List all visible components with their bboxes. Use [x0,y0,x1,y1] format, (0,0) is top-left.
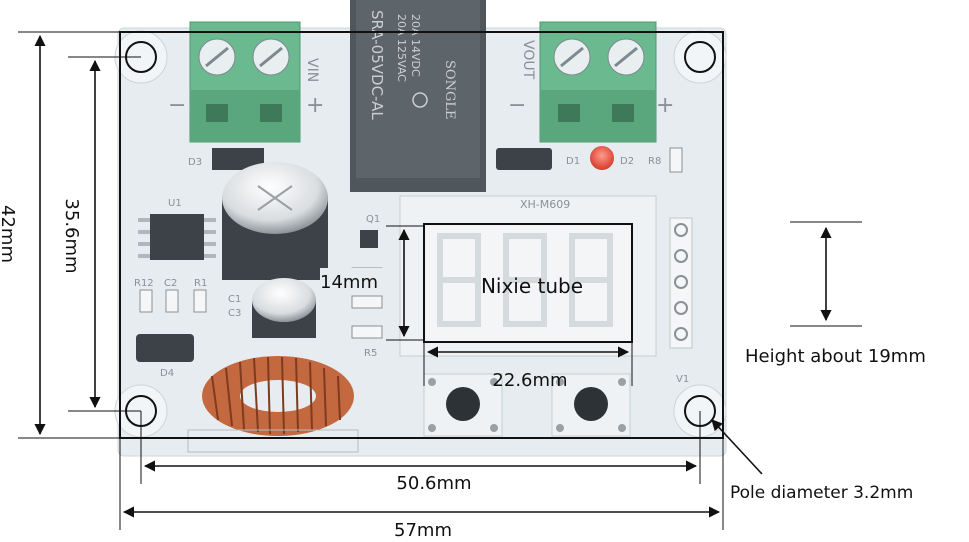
relay-line-2: 20A 125VAC [395,14,408,82]
led-indicator [590,146,614,170]
relay-cert-mark-icon [412,92,428,108]
relay-model: SRA-05VDC-AL [368,10,386,120]
display-outline [423,223,633,343]
input-minus-mark: − [168,93,186,118]
label-r1: R1 [194,278,207,289]
label-board-height: 42mm [0,205,18,263]
input-terminal-label: VIN [304,58,320,82]
label-r12: R12 [134,278,154,289]
push-button-right [551,373,631,437]
relay: 20A 14VDC 20A 125VAC SRA-05VDC-AL SONGLE [350,0,486,192]
display-label: Nixie tube [481,274,583,298]
smd-part-b [351,295,383,309]
label-pole-diameter: Pole diameter 3.2mm [730,483,913,503]
dimension-labels: 42mm 35.6mm 14mm Nixie tube 22.6mm 50.6m… [0,198,926,541]
label-hole-vertical: 35.6mm [61,198,82,273]
label-r8: R8 [648,156,661,167]
output-terminal-block [539,21,657,143]
capacitor-small [252,278,316,338]
diode-d4 [136,334,194,362]
label-c2: C2 [164,278,177,289]
smd-resistors-left [139,289,207,313]
diode-d3 [212,148,264,170]
output-minus-mark: − [508,93,526,118]
diode-d1 [496,148,552,170]
pcb-board: VIN − + VOUT − + 20A 14VDC 20A 125VAC SR… [114,0,727,457]
display-digits [437,233,613,327]
label-r5: R5 [364,348,377,359]
push-button-left [423,373,503,437]
model-silkscreen: XH-M609 [520,198,570,211]
dimension-overlay [18,31,862,530]
label-d4: D4 [160,368,174,379]
mounting-pad-top-right [673,30,727,84]
relay-line-1: 20A 14VDC [409,14,422,77]
label-hole-horizontal: 50.6mm [396,473,471,494]
label-display-width: 22.6mm [492,370,567,391]
smd-r8 [669,147,683,173]
label-u1: U1 [168,198,182,209]
label-c1: C1 [228,294,241,305]
input-terminal-block [189,21,301,143]
header-pins [669,217,693,349]
output-terminal-label: VOUT [520,40,536,80]
label-d2: D2 [620,156,634,167]
input-plus-mark: + [306,93,324,118]
output-plus-mark: + [656,93,674,118]
label-module-height: Height about 19mm [745,346,926,367]
label-d3: D3 [188,157,202,168]
display-height-label-bg [320,268,392,294]
pole-diameter-leader [711,419,763,475]
transistor-q1 [360,230,378,248]
capacitor-large [222,162,328,280]
relay-brand: SONGLE [442,60,457,119]
label-v1: V1 [676,374,689,385]
board-outline [119,31,724,439]
label-d1: D1 [566,156,580,167]
label-board-width: 57mm [394,520,452,541]
ic-u1 [138,214,216,260]
label-display-height: 14mm [320,272,378,293]
label-q1: Q1 [366,214,380,225]
label-c3: C3 [228,308,241,319]
inductor-footprint [187,429,359,453]
smd-part-r5 [351,325,383,339]
toroid-inductor [202,356,354,436]
